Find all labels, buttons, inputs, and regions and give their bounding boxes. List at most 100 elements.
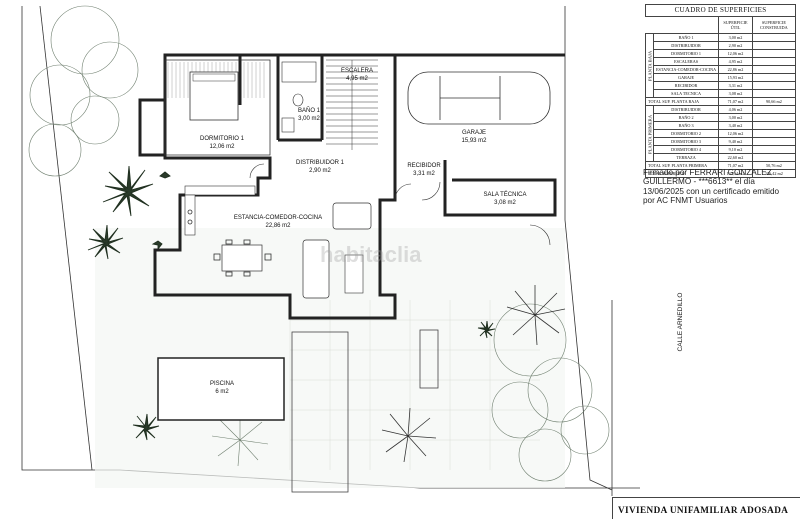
- room-name-cell: TERRAZA: [652, 153, 720, 162]
- util-area-cell: 22,60 m2: [718, 153, 753, 162]
- room-name-cell: SALA TECNICA: [652, 89, 720, 98]
- dormitorio1-area: 12,06 m2: [209, 144, 235, 150]
- grand-total-construida: 136,42 m2: [751, 169, 797, 178]
- distribuidor1-area: 2,90 m2: [309, 168, 331, 174]
- bano1-area: 3,00 m2: [298, 116, 320, 122]
- summary-table: CUADRO DE SUPERFICIES SUPERFICIE ÚTIL SU…: [644, 4, 797, 178]
- construida-area-cell: [751, 137, 797, 146]
- util-area-cell: 22,86 m2: [718, 65, 753, 74]
- toilet: [292, 93, 304, 107]
- palm-plant: [102, 165, 154, 217]
- construida-area-cell: [751, 145, 797, 154]
- floor-group-label: PLANTA PRIMERA: [645, 105, 654, 162]
- util-area-cell: 3,31 m2: [718, 81, 753, 90]
- floor-group-label: PLANTA BAJA: [645, 33, 654, 98]
- room-name-cell: GARAJE: [652, 73, 720, 82]
- room-name-cell: DORMITORIO 4: [652, 145, 720, 154]
- sofa: [302, 202, 372, 299]
- palm-plant: [151, 240, 163, 251]
- construida-area-cell: [751, 81, 797, 90]
- sala-tecnica-area: 3,08 m2: [494, 200, 516, 206]
- room-name-cell: BAÑO 1: [652, 33, 720, 42]
- escalera-label: ESCALERA: [341, 68, 373, 74]
- util-area-cell: 12,06 m2: [718, 129, 753, 138]
- util-area-cell: 4,95 m2: [718, 57, 753, 66]
- dining-table: [213, 239, 272, 277]
- digital-signature-note: Firmado por FERRARI GONZALEZ GUILLERMO -…: [643, 168, 780, 206]
- pillow: [192, 73, 236, 82]
- room-name-cell: DORMITORIO 3: [652, 137, 720, 146]
- escalera-area: 4,95 m2: [346, 76, 368, 82]
- util-area-cell: 2,90 m2: [718, 41, 753, 50]
- kitchen-counter: [184, 185, 256, 236]
- room-name-cell: RECIBIDOR: [652, 81, 720, 90]
- total-construida: 90,66 m2: [751, 97, 797, 106]
- table-row-grand-total: TOTAL SUPERFICIE: [644, 169, 720, 178]
- construida-area-cell: [751, 33, 797, 42]
- palm-plant: [477, 320, 496, 339]
- room-name-cell: DISTRIBUIDOR: [652, 105, 720, 114]
- garaje-label: GARAJE: [462, 130, 486, 136]
- construida-area-cell: [751, 57, 797, 66]
- palm-plant: [381, 407, 437, 463]
- construida-area-cell: [751, 153, 797, 162]
- construida-area-cell: [751, 89, 797, 98]
- sala-tecnica-label: SALA TÉCNICA: [484, 191, 527, 198]
- car: [407, 71, 551, 125]
- piscina-area: 6 m2: [215, 389, 229, 395]
- room-name-cell: DORMITORIO 2: [652, 129, 720, 138]
- room-name-cell: BAÑO 2: [652, 113, 720, 122]
- util-area-cell: 3,00 m2: [718, 113, 753, 122]
- construida-area-cell: [751, 105, 797, 114]
- distribuidor1-label: DISTRIBUIDOR 1: [296, 160, 345, 166]
- garaje-area: 15,93 m2: [461, 138, 487, 144]
- washbasin: [281, 117, 295, 133]
- room-name-cell: ESTANCIA-COMEDOR-COCINA: [652, 65, 720, 74]
- recibidor-area: 3,31 m2: [413, 171, 435, 177]
- estancia-area: 22,86 m2: [265, 223, 291, 229]
- dormitorio1-label: DORMITORIO 1: [200, 136, 245, 142]
- construida-area-cell: [751, 129, 797, 138]
- construida-area-cell: [751, 41, 797, 50]
- col-util-header: SUPERFICIE ÚTIL: [718, 16, 753, 34]
- construida-area-cell: [751, 73, 797, 82]
- col-construida-header: SUPERFICIE CONSTRUIDA: [751, 16, 797, 34]
- garden-path: [419, 329, 439, 389]
- palm-plant: [211, 414, 269, 467]
- recibidor-label: RECIBIDOR: [407, 163, 441, 169]
- street-label: CALLE ARNEDILLO: [677, 293, 684, 352]
- garden-grid: [289, 300, 540, 470]
- palm-plant: [132, 413, 160, 441]
- room-name-cell: DORMITORIO 1: [652, 49, 720, 58]
- bano1-label: BAÑO 1: [298, 107, 321, 114]
- blank-cell: [646, 17, 654, 34]
- construida-area-cell: [751, 121, 797, 130]
- room-name-cell: BAÑO 3: [652, 121, 720, 130]
- pool: [157, 357, 285, 421]
- blank-cell: [654, 17, 719, 34]
- total-util: 71,07 m2: [718, 97, 753, 106]
- construida-area-cell: [751, 65, 797, 74]
- util-area-cell: 12,06 m2: [718, 49, 753, 58]
- util-area-cell: 3,08 m2: [718, 89, 753, 98]
- palm-plant: [87, 224, 124, 260]
- construida-area-cell: [751, 113, 797, 122]
- piscina-label: PISCINA: [210, 381, 234, 387]
- util-area-cell: 4,06 m2: [718, 105, 753, 114]
- house-walls: [138, 53, 565, 320]
- util-area-cell: 15,93 m2: [718, 73, 753, 82]
